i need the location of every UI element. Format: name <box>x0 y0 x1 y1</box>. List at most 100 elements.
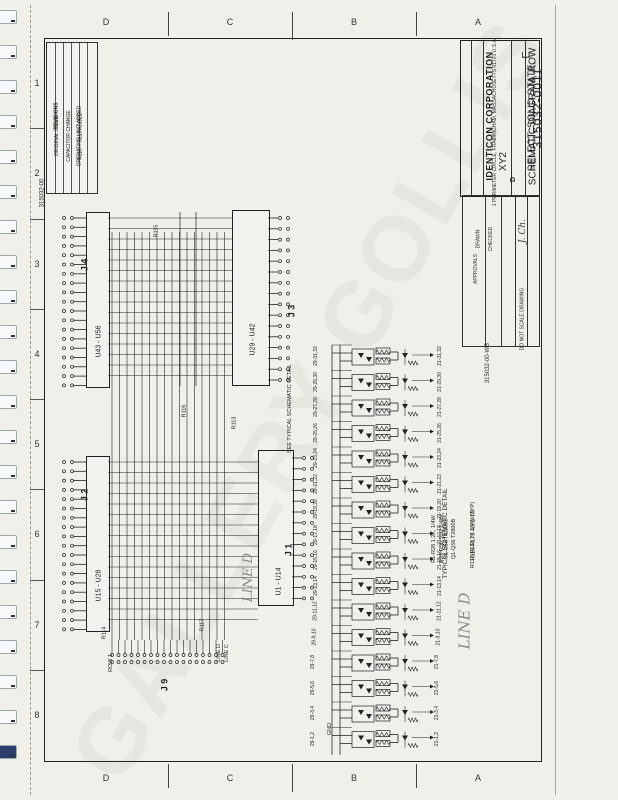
cell-input-label: 29-23,24 <box>312 448 319 468</box>
cell-input-label: 29-11,12 <box>312 601 319 621</box>
ic-block-j2: U15 - U28 <box>86 456 110 632</box>
title-block: IDENTICON CORPORATION 1 PERIMETER CIRCLE… <box>460 38 544 206</box>
connector-j4-label: J 4 <box>79 258 90 272</box>
r115-label: R115 <box>153 224 160 238</box>
ic-block-j1: U1 - U14 <box>258 450 294 606</box>
zone-divider <box>30 669 44 671</box>
line-d-label: LINE D <box>215 644 222 662</box>
zone-letter-c: C <box>226 17 234 27</box>
cell-input-label: 29-31,32 <box>312 346 319 366</box>
r114-label: R114 <box>101 626 108 640</box>
cell-output-label: 21-25,26 <box>436 422 443 443</box>
zone-divider <box>30 579 44 581</box>
approvals-block: APPROVALS DRAWN CHECKED DO NOT SCALE DRA… <box>462 195 540 350</box>
zone-number: 3 <box>34 258 40 269</box>
zone-divider <box>416 764 417 788</box>
binding-ring <box>0 325 17 339</box>
r117-label: R117 <box>199 618 206 632</box>
binding-ring <box>0 255 17 269</box>
r116-label: R116 <box>181 404 188 418</box>
zone-number: 6 <box>34 529 40 540</box>
binding-ring <box>0 185 17 199</box>
line-c-label: LINE C <box>223 644 230 662</box>
cell-output-label: 21-15,16 <box>436 550 443 570</box>
row-1-label: ROW 1 <box>108 653 115 673</box>
cell-input-label: 29-15,16 <box>312 550 319 570</box>
cell-input-label: 29-29,30 <box>312 371 319 392</box>
cell-input-label: 29-9,10 <box>311 628 318 645</box>
ic-block-j4: U43 - U56 <box>86 212 110 388</box>
ic-text-j4-line1: U43 - U56 <box>95 325 103 358</box>
binding-ring <box>0 430 17 444</box>
cell-output-label: 21-3,4 <box>434 705 441 721</box>
zone-divider <box>30 218 44 220</box>
binding-ring <box>0 10 17 24</box>
cell-input-label: 29-17,18 <box>312 524 319 545</box>
zone-letter-b: B <box>350 17 357 27</box>
cell-output-label: 21-17,18 <box>436 524 443 545</box>
ic-text-j2-line1: U15 - U28 <box>95 569 103 602</box>
cell-input-label: 29-19,20 <box>312 499 319 519</box>
cell-output-label: 21-29,30 <box>436 371 443 392</box>
zone-divider-center <box>292 764 293 792</box>
zone-divider <box>168 764 169 788</box>
cell-input-label: 29-7,8 <box>310 654 317 670</box>
zone-number: 2 <box>34 168 40 179</box>
typical-note-3: U1-U56 TIL3009 <box>443 518 450 560</box>
connector-j9-label: J 9 <box>159 678 170 692</box>
cell-input-label: 29-5,6 <box>310 680 317 695</box>
binding-ring <box>0 360 17 374</box>
zone-divider <box>30 399 44 400</box>
ic-text-j3-line1: U29 - U42 <box>249 323 257 356</box>
zone-number: 4 <box>34 348 40 359</box>
zone-divider <box>416 12 417 36</box>
cell-output-label: 21-13,14 <box>436 575 443 596</box>
connector-j3-label: J 3 <box>286 304 297 318</box>
zone-markers-bottom: D C B A <box>44 764 542 792</box>
binding-ring <box>0 640 17 654</box>
cell-output-label: 21-19,20 <box>436 499 443 519</box>
cell-output-label: 21-1,2 <box>434 731 441 746</box>
cell-input-label: 29-27,28 <box>312 397 319 417</box>
zone-letter-d: D <box>102 17 110 27</box>
cell-input-label: 29-21,22 <box>312 473 319 494</box>
zone-letter-d: D <box>102 773 110 783</box>
binding-ring <box>0 465 17 479</box>
binding-ring <box>0 220 17 234</box>
cell-output-label: 21-11,12 <box>436 601 443 621</box>
binding-ring <box>0 605 17 619</box>
zone-divider <box>168 12 169 36</box>
cell-input-label: 29-3,4 <box>310 705 317 721</box>
cell-output-label: 21-31,32 <box>436 346 443 366</box>
binding-ring <box>0 710 17 724</box>
cell-output-label: 21-21,22 <box>436 473 443 494</box>
revision-block: REVISIONS ORIGINAL ISSUE CAPACITOR CHANG… <box>46 42 98 194</box>
gnd-label: GND <box>327 722 334 736</box>
cell-input-label: 29-1,2 <box>310 731 317 746</box>
cell-output-label: 21-7,8 <box>434 654 441 670</box>
cell-output-label: 21-5,6 <box>434 680 441 695</box>
zone-number: 5 <box>34 439 40 450</box>
binding-ring <box>0 290 17 304</box>
zone-divider <box>30 489 44 491</box>
zone-letter-c: C <box>226 773 234 783</box>
drawing-frame <box>44 38 542 762</box>
zone-number: 7 <box>34 619 40 630</box>
handwritten-line-d: LINE D <box>241 552 257 603</box>
zone-markers-top: D C B A <box>44 8 542 40</box>
binding-ring <box>0 150 17 164</box>
cell-output-label: 21-23,24 <box>436 448 443 468</box>
binding-ring <box>0 500 17 514</box>
binding-ring <box>0 675 17 689</box>
zone-divider <box>30 128 44 130</box>
typical-note-4: Q1-Q56 T2800B <box>451 518 458 560</box>
binding-ring <box>0 535 17 549</box>
zone-letter-a: A <box>474 773 481 783</box>
binding-ring <box>0 570 17 584</box>
zone-letter-a: A <box>474 17 481 27</box>
binding-ring <box>0 80 17 94</box>
zone-divider <box>30 308 44 310</box>
ic-block-j3: U29 - U42 <box>232 210 270 386</box>
